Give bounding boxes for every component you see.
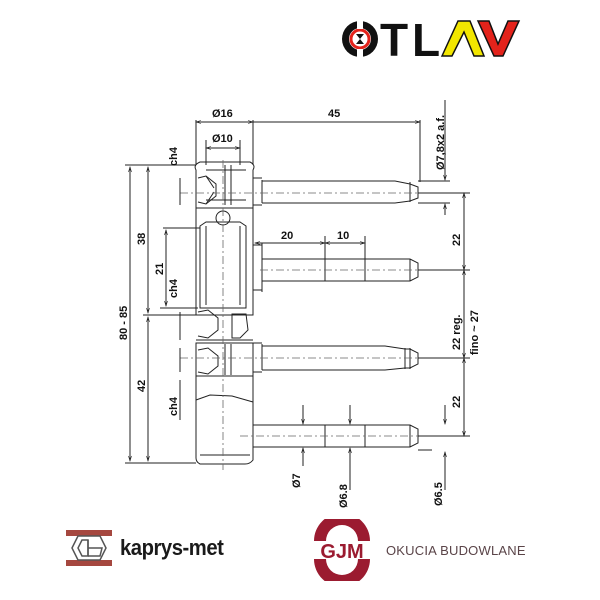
svg-text:GJM: GJM [320,541,363,563]
otlav-letter-l: L [412,14,440,64]
dim-label-d16: Ø16 [212,108,233,120]
dim-label-d10: Ø10 [212,133,233,145]
dim-offsets [255,236,365,259]
dim-label-22-top: 22 [451,234,463,246]
otlav-letter-a [440,20,486,57]
pin-third [253,342,419,373]
dim-label-20: 20 [281,230,293,242]
dim-label-38: 38 [136,233,148,245]
dim-label-wrench: Ø7,8x2 a.f. [435,115,447,170]
gjm-logo: GJM OKUCIA BUDOWLANE [308,519,526,581]
gjm-subtitle: OKUCIA BUDOWLANE [386,542,526,558]
hinge-body [194,161,255,465]
dim-label-22-bot: 22 [451,396,463,408]
kaprys-met-logo: kaprys-met [66,530,232,566]
dim-label-21: 21 [154,263,166,275]
center-lines [180,160,430,470]
pin-bottom [253,424,432,451]
otlav-logo: T L [338,14,528,66]
pin-top [253,177,419,206]
otlav-emblem-icon [342,21,378,57]
dim-label-45: 45 [328,108,340,120]
dim-top [196,120,420,182]
otlav-letter-t: T [380,14,408,64]
dim-label-d6-8: Ø6.8 [338,484,350,508]
dim-label-80-85: 80 - 85 [118,306,130,340]
dim-label-fino-27: fino ~ 27 [469,310,481,355]
dim-left [125,164,200,464]
otlav-letter-v [476,20,521,57]
kaprys-emblem-icon [66,530,112,566]
kaprys-met-name: kaprys-met [120,535,224,560]
dim-label-22-reg: 22 reg. [451,315,463,350]
dim-label-d7: Ø7 [291,473,303,488]
pin-second [253,243,419,292]
dim-label-ch4-top: ch4 [168,146,180,166]
dim-label-42: 42 [136,380,148,392]
dim-label-ch4-mid: ch4 [168,278,180,298]
dim-label-ch4-bot: ch4 [168,396,180,416]
dim-label-10: 10 [337,230,349,242]
dim-bottom [303,405,445,490]
dim-right [418,100,470,436]
dim-label-d6-5: Ø6.5 [433,482,445,506]
gjm-emblem-icon: GJM [314,519,370,581]
